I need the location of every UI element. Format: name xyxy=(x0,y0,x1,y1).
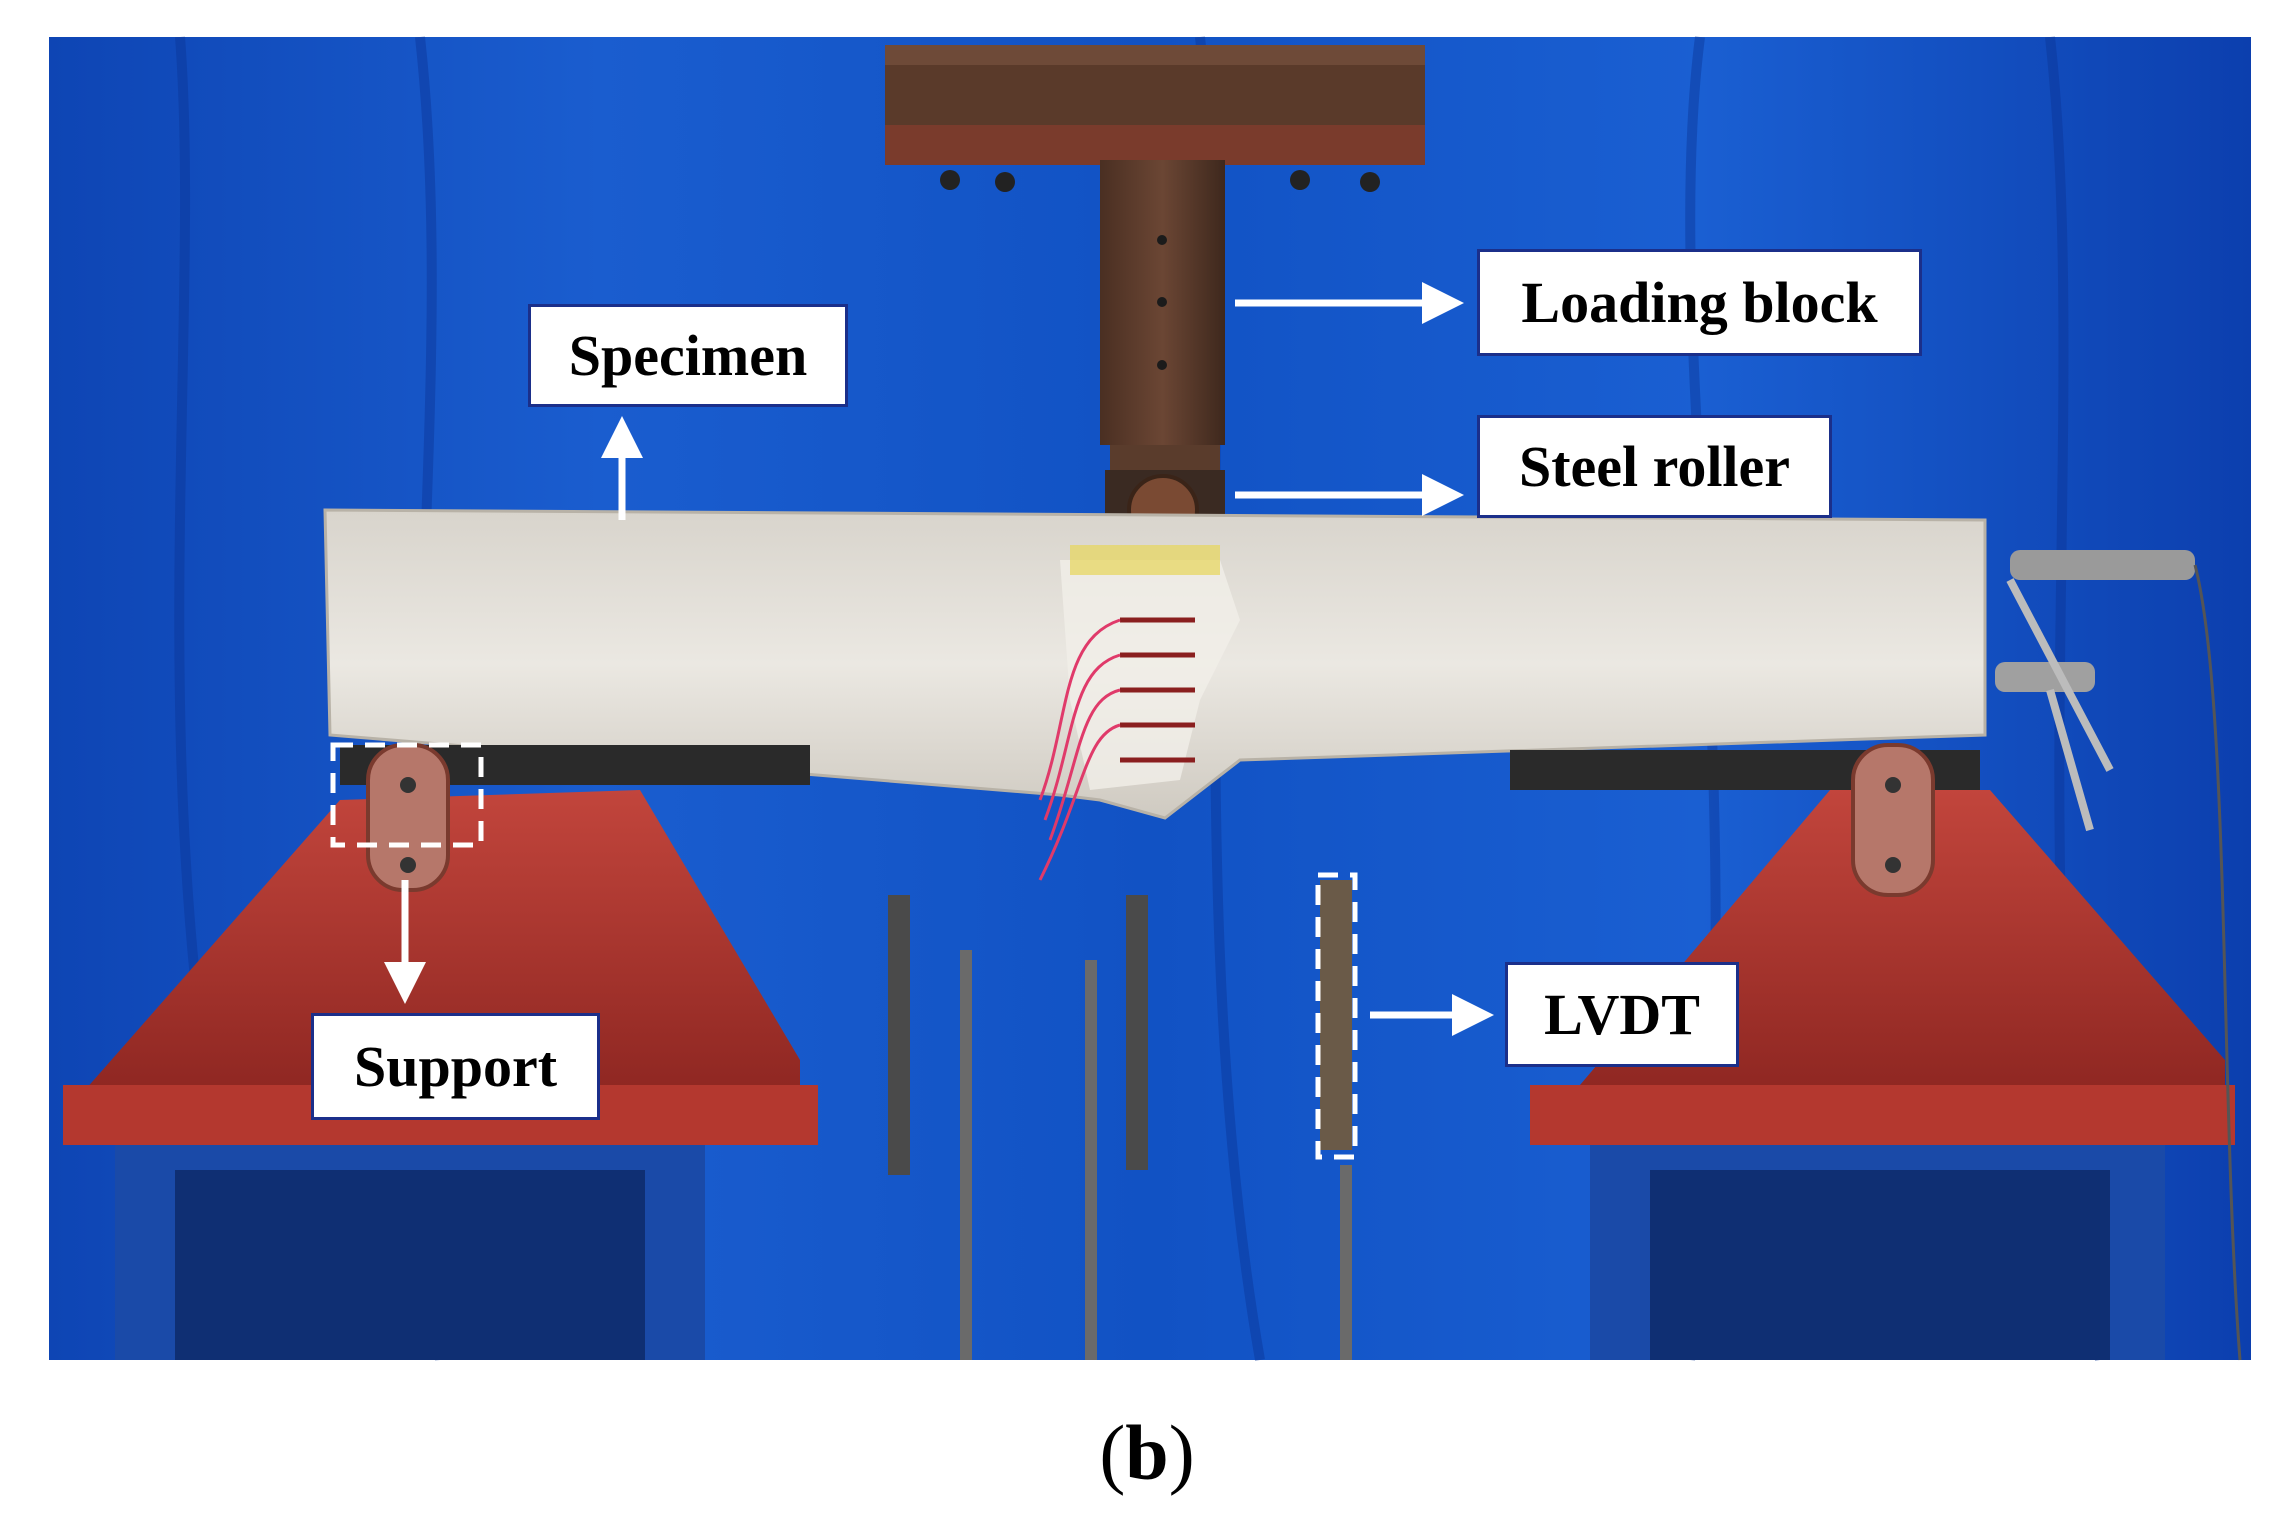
specimen-beam xyxy=(323,508,1987,881)
loading-block xyxy=(1100,160,1225,475)
specimen-label: Specimen xyxy=(528,304,848,407)
right-support xyxy=(1510,743,2235,1360)
steel-roller-label: Steel roller xyxy=(1477,415,1832,518)
side-instruments xyxy=(1995,550,2242,1361)
caption-close-paren: ) xyxy=(1168,1409,1195,1496)
loading-frame xyxy=(885,45,1425,192)
caption-open-paren: ( xyxy=(1099,1409,1126,1496)
lvdt-stands xyxy=(888,872,1358,1360)
lvdt-label: LVDT xyxy=(1505,962,1739,1067)
figure-caption: (b) xyxy=(1047,1408,1247,1498)
loading-block-label: Loading block xyxy=(1477,249,1922,356)
caption-letter: b xyxy=(1125,1409,1169,1496)
left-support xyxy=(63,742,818,1360)
annotation-arrows xyxy=(384,282,1494,1036)
support-label: Support xyxy=(311,1013,600,1120)
